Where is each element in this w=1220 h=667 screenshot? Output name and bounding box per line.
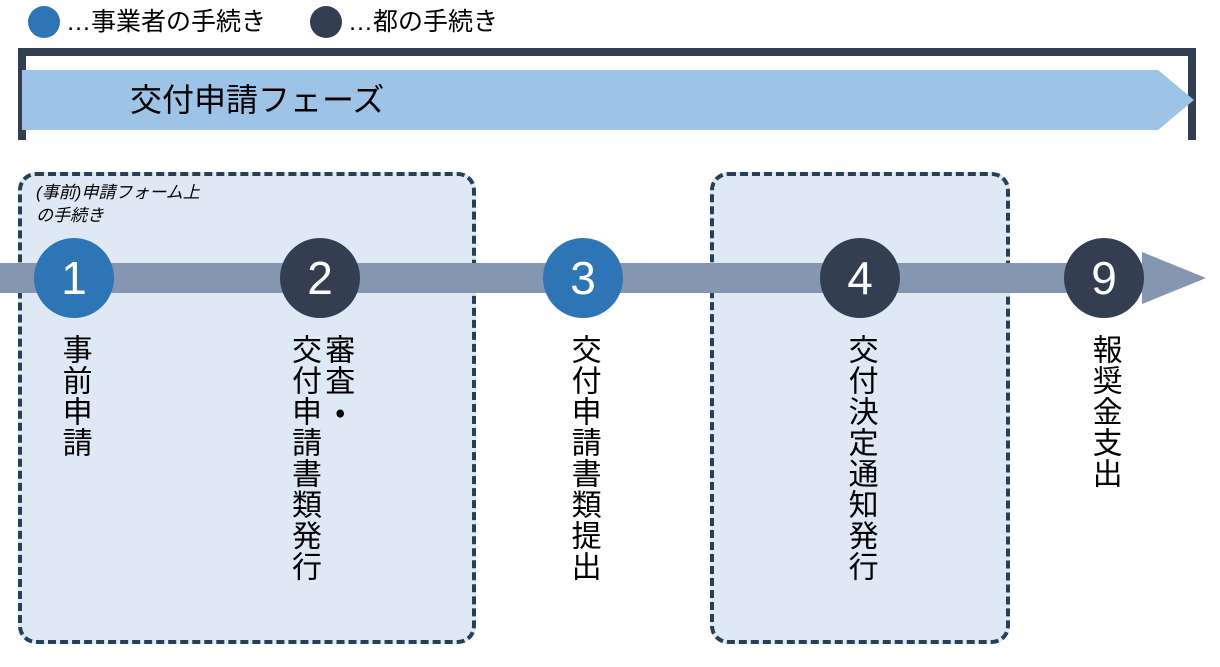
- step-4[interactable]: 4 交付決定通知発行: [820, 238, 900, 582]
- step-9-label: 報奨金支出: [1064, 334, 1144, 489]
- legend-item-vendor: …事業者の手続き: [28, 6, 266, 38]
- step-1-label: 事前申請: [34, 334, 114, 458]
- step-4-label: 交付決定通知発行: [820, 334, 900, 582]
- group-note-application-form: (事前)申請フォーム上 の手続き: [36, 183, 200, 225]
- step-9-number-badge: 9: [1064, 238, 1144, 318]
- phase-title: 交付申請フェーズ: [130, 82, 385, 118]
- step-4-label-column-1: 交付決定通知発行: [843, 334, 877, 582]
- step-3[interactable]: 3 交付申請書類提出: [543, 238, 623, 582]
- timeline-arrow-head-icon: [1142, 252, 1206, 304]
- legend-item-metro: …都の手続き: [310, 6, 498, 38]
- step-9[interactable]: 9 報奨金支出: [1064, 238, 1144, 489]
- legend-label-metro: …都の手続き: [348, 7, 499, 36]
- step-2-label-column-2: 交付申請書類発行: [287, 334, 320, 582]
- step-1-label-column-1: 事前申請: [57, 334, 91, 458]
- step-2[interactable]: 2 審査・ 交付申請書類発行: [280, 238, 360, 582]
- phase-banner-chevron-shape: [22, 70, 1194, 130]
- legend: …事業者の手続き …都の手続き: [0, 0, 1220, 52]
- step-2-label: 審査・ 交付申請書類発行: [280, 334, 360, 582]
- step-1[interactable]: 1 事前申請: [34, 238, 114, 458]
- step-4-number-badge: 4: [820, 238, 900, 318]
- legend-label-vendor: …事業者の手続き: [66, 7, 267, 36]
- step-3-label-column-1: 交付申請書類提出: [566, 334, 600, 582]
- legend-dot-metro-icon: [310, 6, 342, 38]
- step-1-number-badge: 1: [34, 238, 114, 318]
- step-2-label-column-1: 審査・: [320, 334, 354, 427]
- step-2-number-badge: 2: [280, 238, 360, 318]
- step-9-label-column-1: 報奨金支出: [1087, 334, 1121, 489]
- step-3-number-badge: 3: [543, 238, 623, 318]
- step-3-label: 交付申請書類提出: [543, 334, 623, 582]
- phase-banner: 交付申請フェーズ: [22, 70, 1194, 130]
- legend-dot-vendor-icon: [28, 6, 60, 38]
